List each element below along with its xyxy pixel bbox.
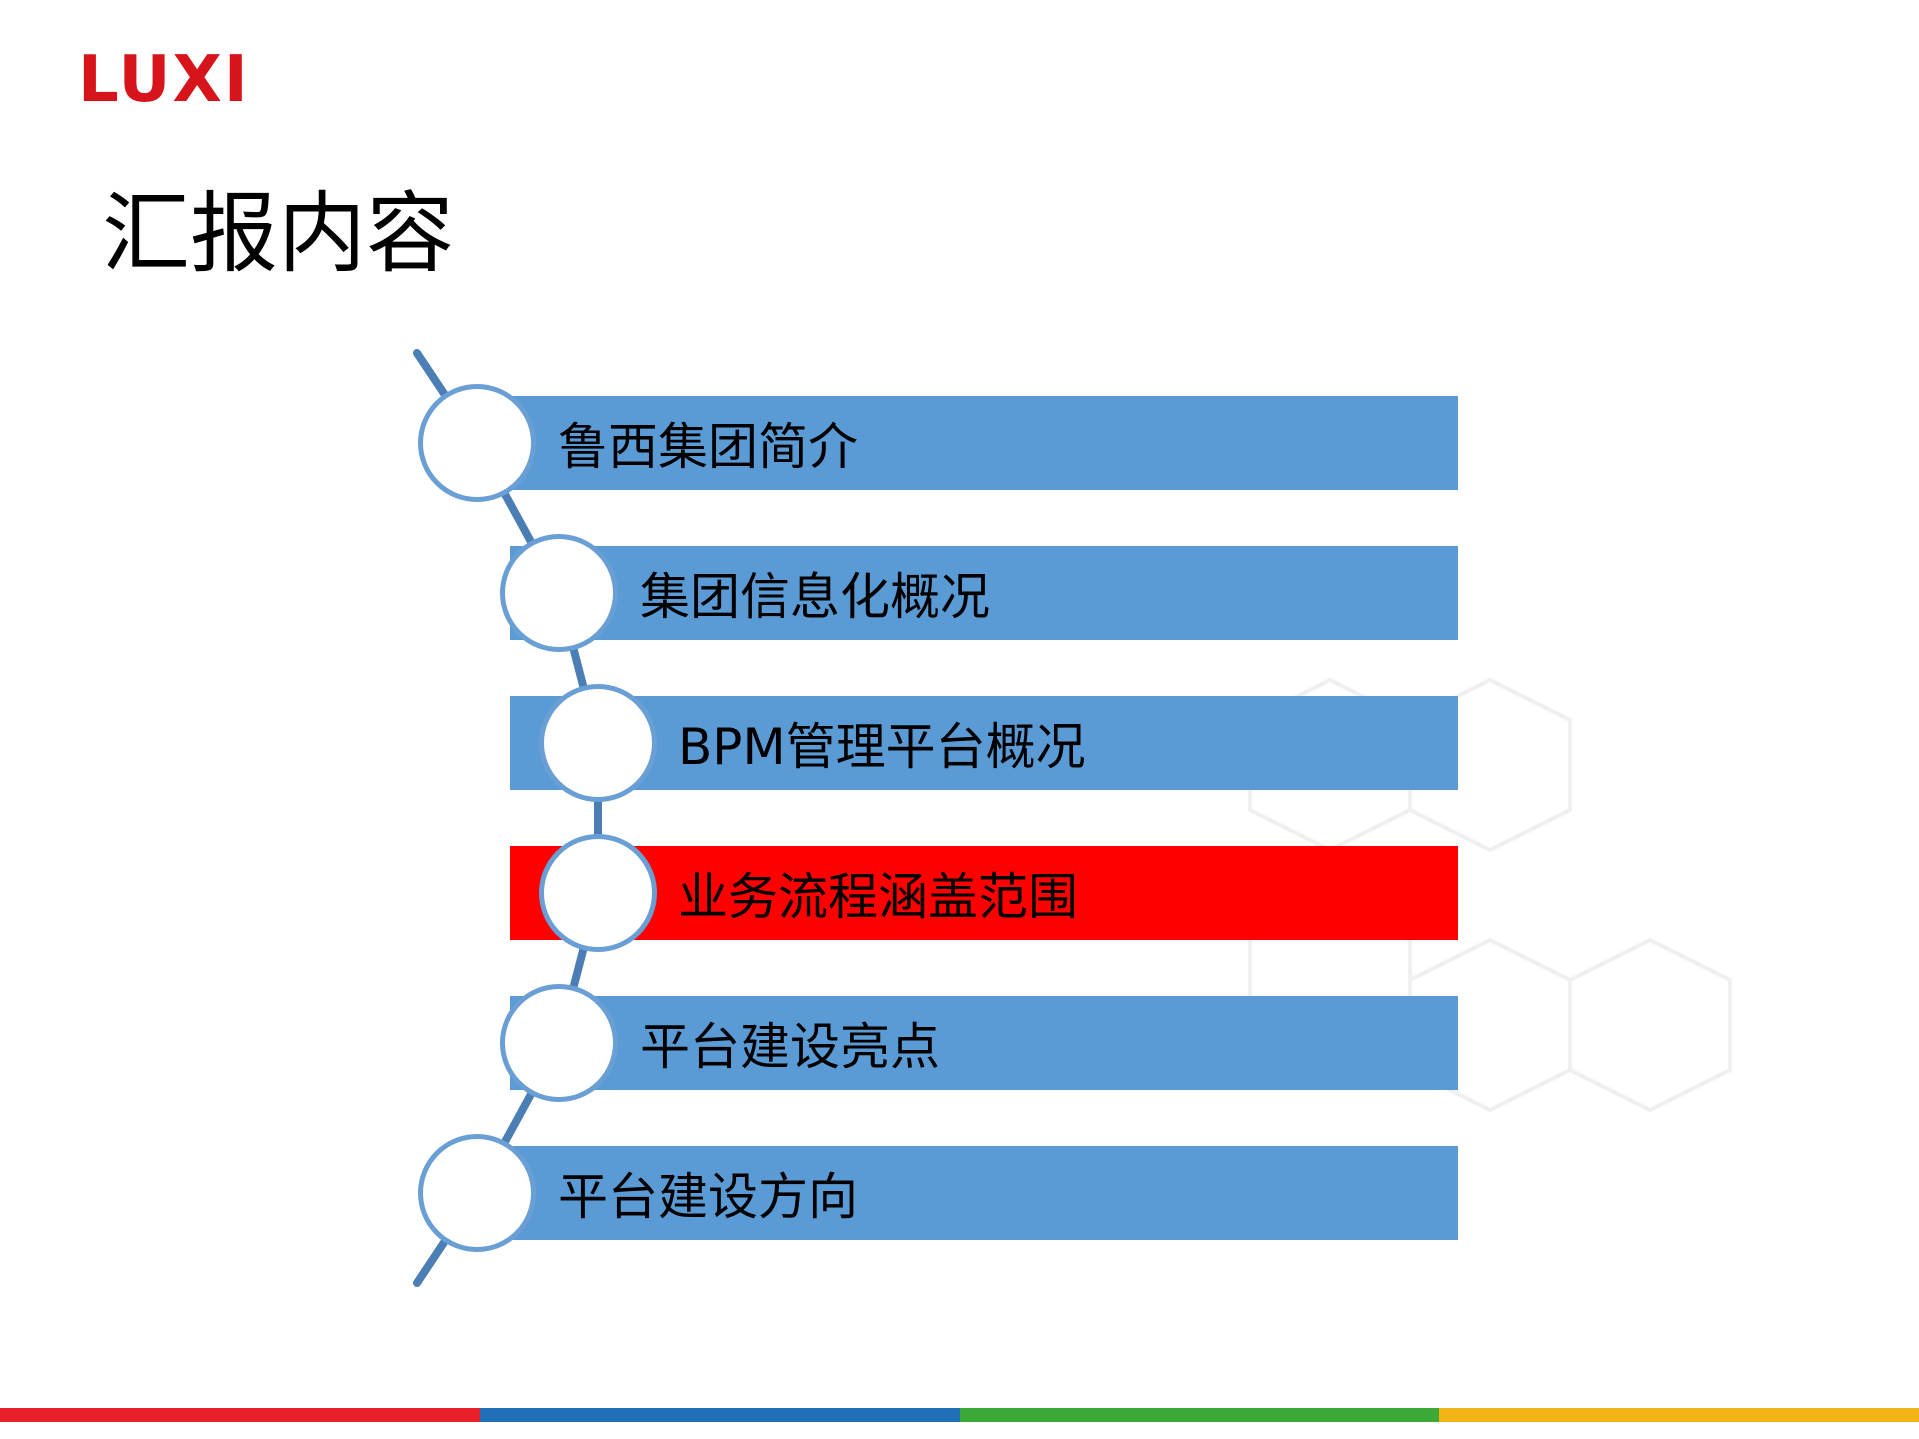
agenda-item-1[interactable]: 鲁西集团简介	[510, 396, 1458, 490]
agenda-item-label: 平台建设方向	[558, 1168, 858, 1226]
agenda-item-4[interactable]: 业务流程涵盖范围	[510, 846, 1458, 940]
footer-stripe-yellow	[1439, 1408, 1919, 1422]
footer-stripe-blue	[479, 1408, 960, 1422]
agenda-item-label: BPM管理平台概况	[678, 718, 1086, 776]
agenda-item-2[interactable]: 集团信息化概况	[510, 546, 1458, 640]
luxi-logo: LUXI	[78, 43, 250, 117]
agenda-bullet-circle	[500, 984, 618, 1102]
footer-color-stripe	[0, 1408, 1919, 1422]
footer-stripe-green	[959, 1408, 1440, 1422]
agenda-item-label: 集团信息化概况	[640, 568, 990, 626]
agenda-item-label: 平台建设亮点	[640, 1018, 940, 1076]
agenda-bullet-circle	[418, 1134, 536, 1252]
agenda-bullet-circle	[500, 534, 618, 652]
agenda-item-6[interactable]: 平台建设方向	[510, 1146, 1458, 1240]
agenda-bullet-circle	[539, 684, 657, 802]
agenda-item-3[interactable]: BPM管理平台概况	[510, 696, 1458, 790]
footer-stripe-red	[0, 1408, 480, 1422]
agenda-bullet-circle	[539, 834, 657, 952]
agenda-item-label: 业务流程涵盖范围	[678, 868, 1078, 926]
agenda-bullet-circle	[418, 384, 536, 502]
agenda-item-label: 鲁西集团简介	[558, 418, 858, 476]
page-title: 汇报内容	[102, 182, 455, 285]
agenda-item-5[interactable]: 平台建设亮点	[510, 996, 1458, 1090]
